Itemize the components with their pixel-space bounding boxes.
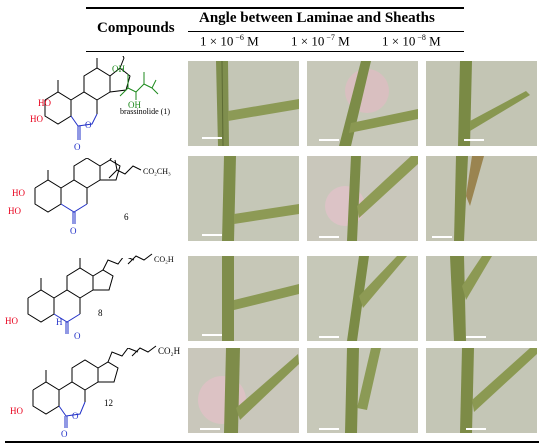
concentration-2: 1 × 10 −7 M bbox=[291, 33, 350, 49]
header-compounds: Compounds bbox=[97, 20, 175, 36]
photo-brassinolide-1e-6 bbox=[188, 61, 299, 146]
svg-text:CO₂CH₃: CO₂CH₃ bbox=[143, 167, 171, 176]
svg-text:HO: HO bbox=[12, 188, 25, 198]
subheader-rule bbox=[188, 31, 464, 32]
structure-6-sidechain: CO₂CH₃ bbox=[108, 159, 171, 179]
svg-text:HO: HO bbox=[10, 406, 23, 416]
svg-text:O: O bbox=[72, 411, 79, 421]
svg-text:CO₂H: CO₂H bbox=[154, 255, 174, 264]
svg-text:12: 12 bbox=[104, 398, 113, 408]
top-rule bbox=[86, 7, 464, 9]
photo-12-1e-8 bbox=[426, 348, 537, 433]
structure-12-sidechain: CO₂H bbox=[131, 345, 181, 357]
concentration-1: 1 × 10 −6 M bbox=[200, 33, 259, 49]
header-rule bbox=[86, 51, 464, 53]
photo-brassinolide-1e-8 bbox=[426, 61, 537, 146]
photo-12-1e-7 bbox=[307, 348, 418, 433]
svg-text:8: 8 bbox=[98, 308, 103, 318]
svg-text:O: O bbox=[70, 226, 77, 236]
svg-text:OH: OH bbox=[128, 100, 141, 108]
svg-text:HO: HO bbox=[38, 98, 51, 108]
photo-12-1e-6 bbox=[188, 348, 299, 433]
photo-6-1e-6 bbox=[188, 156, 299, 241]
structure-brassinolide-sidechain: OH OH bbox=[112, 64, 159, 108]
svg-text:O: O bbox=[85, 120, 92, 130]
svg-text:brassinolide (1): brassinolide (1) bbox=[120, 107, 170, 116]
svg-text:CO₂H: CO₂H bbox=[158, 346, 181, 356]
concentration-3: 1 × 10 −8 M bbox=[382, 33, 441, 49]
svg-text:HO: HO bbox=[8, 206, 21, 216]
photo-8-1e-8 bbox=[426, 256, 537, 341]
structure-8-sidechain: CO₂H bbox=[127, 253, 174, 265]
svg-text:OH: OH bbox=[112, 64, 125, 74]
structure-12: HO O O 12 bbox=[10, 348, 139, 438]
svg-text:6: 6 bbox=[124, 212, 129, 222]
svg-text:HO: HO bbox=[30, 114, 43, 124]
svg-text:H: H bbox=[56, 317, 63, 327]
structure-6: HO HO O 6 bbox=[8, 158, 129, 236]
photo-6-1e-8 bbox=[426, 156, 537, 241]
bottom-rule bbox=[5, 441, 539, 443]
svg-text:O: O bbox=[61, 429, 68, 438]
svg-text:O: O bbox=[74, 142, 81, 152]
header-angle: Angle between Laminae and Sheaths bbox=[199, 10, 435, 26]
svg-text:HO: HO bbox=[5, 316, 18, 326]
structure-brassinolide: HO HO O O brassinolide (1) bbox=[30, 56, 170, 152]
photo-brassinolide-1e-7 bbox=[307, 61, 418, 146]
svg-text:O: O bbox=[74, 331, 81, 340]
photo-8-1e-7 bbox=[307, 256, 418, 341]
photo-8-1e-6 bbox=[188, 256, 299, 341]
structure-8: HO H O 8 bbox=[5, 258, 135, 340]
photo-6-1e-7 bbox=[307, 156, 418, 241]
